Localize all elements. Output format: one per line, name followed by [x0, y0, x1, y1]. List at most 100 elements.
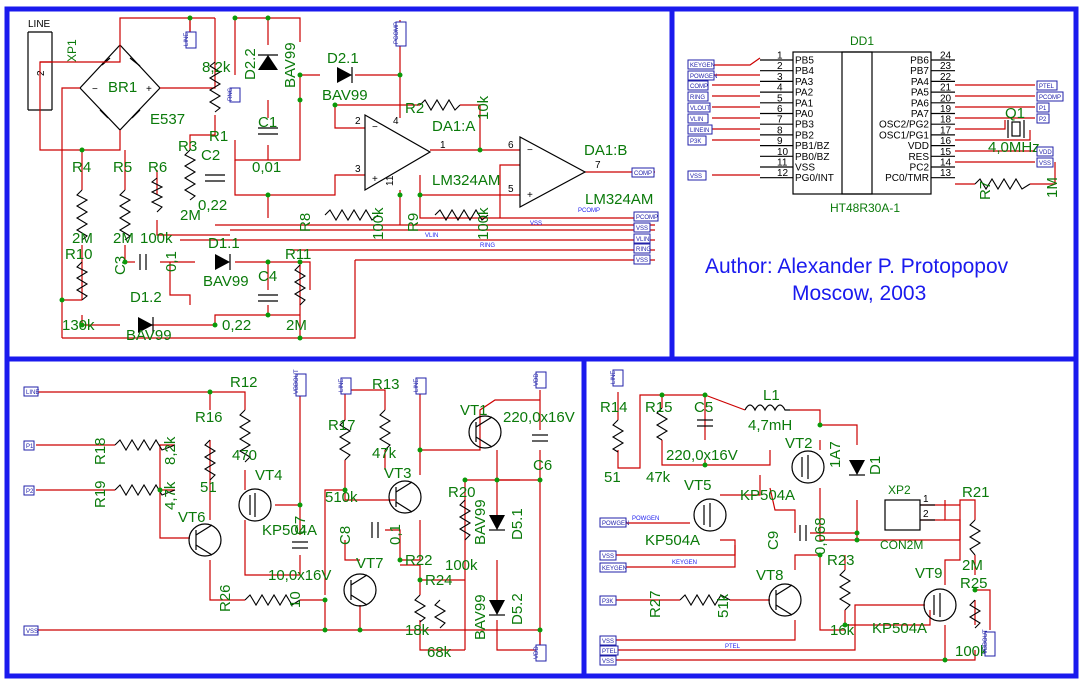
pin-3: 3	[355, 164, 361, 175]
mcu-right-pin-num: 17	[940, 125, 952, 136]
pin-2: 2	[355, 116, 361, 127]
connector-xp1: LINE XP1 2	[27, 19, 79, 111]
mcu-left-pin-num: 2	[777, 61, 783, 72]
caps-diodes-bottom-left	[292, 434, 548, 616]
pin-6: 6	[508, 140, 514, 151]
ref-r27: R27	[647, 590, 664, 618]
tag-comp-mcu: COMP	[690, 84, 708, 90]
panel-top-left: LINE XP1 2 BR1 E537 − +	[27, 15, 659, 344]
tag-vss-br-2: VSS	[602, 639, 614, 645]
ref-d1-1: D1.1	[208, 235, 240, 252]
tag-line-br: LINE	[611, 371, 617, 384]
mcu-right-pin-num: 16	[940, 136, 952, 147]
mcu-right-pin-num: 23	[940, 61, 952, 72]
value-bav99-a: BAV99	[472, 499, 489, 545]
diodes-top-left	[138, 54, 353, 333]
connector-name: LINE	[28, 19, 51, 30]
mcu-right-pin-num: 21	[940, 83, 952, 94]
resistors-bottom-left	[114, 409, 472, 629]
mcu-left-pin-name: PB0/BZ	[795, 152, 829, 163]
net-pcomp: PCOMP	[578, 208, 600, 214]
value-100k-c: 100k	[140, 230, 173, 247]
tag-vbbout-bl: VBBOUT	[294, 369, 300, 394]
value-16k: 16k	[830, 622, 855, 639]
tags-top-right: KEYGEN POWGEN COMP RING VLOUT VLIN LINEI…	[687, 59, 1064, 181]
value-kp504a-c: KP504A	[872, 620, 927, 637]
ref-c7: C7	[292, 516, 309, 535]
tag-vss: VSS	[636, 226, 648, 232]
mcu-right-pin-name: PC0/TMR	[885, 173, 929, 184]
ref-r15: R15	[645, 399, 673, 416]
mcu-right-pin-num: 18	[940, 115, 952, 126]
ref-r3: R3	[178, 138, 197, 155]
value-kp504a-a: KP504A	[740, 487, 795, 504]
mcu-left-pin-num: 3	[777, 72, 783, 83]
tag-vlin: VLIN	[636, 237, 649, 243]
net-powgen: POWGEN	[632, 516, 659, 522]
tag-p1: P1	[1039, 106, 1047, 112]
ref-vt9: VT9	[915, 565, 943, 582]
value-kp504a-b: KP504A	[645, 532, 700, 549]
tag-rng: RNG	[228, 87, 234, 101]
ref-d1-2: D1.2	[130, 289, 162, 306]
ref-r24: R24	[425, 572, 453, 589]
mcu-right-pin-name: PA6	[911, 98, 930, 109]
ref-r17: R17	[328, 417, 356, 434]
net-ptel: PTEL	[725, 644, 741, 650]
tag-vlout: VLOUT	[690, 106, 710, 112]
value-470: 470	[232, 447, 257, 464]
ref-c2: C2	[201, 147, 220, 164]
tag-vss-br: VSS	[602, 554, 614, 560]
value-0-1-b: 0,1	[387, 524, 404, 545]
tag-ptel: PTEL	[1039, 84, 1055, 90]
tag-vss-mcu-2: VSS	[1039, 161, 1051, 167]
ref-vt6: VT6	[178, 509, 206, 526]
mcu-left-pin-num: 9	[777, 136, 783, 147]
value-68k: 68k	[427, 644, 452, 661]
ref-r13: R13	[372, 376, 400, 393]
value-2m-a: 2M	[72, 230, 93, 247]
ref-r4: R4	[72, 159, 91, 176]
tag-pcomp-mcu: PCOMP	[1039, 95, 1061, 101]
ref-r16: R16	[195, 409, 223, 426]
crystal-q1: Q1 4,0MHz	[988, 105, 1040, 156]
tag-line-bl-2: LINE	[339, 379, 345, 392]
mcu-center	[841, 51, 873, 195]
junctions-bottom-left	[157, 389, 543, 633]
mcu-left-pin-name: PA3	[795, 77, 814, 88]
value-100k-b: 100k	[475, 207, 492, 240]
value-220-16v-br: 220,0x16V	[666, 447, 738, 464]
tag-keygen: KEYGEN	[690, 63, 715, 69]
mcu-left-pin-num: 7	[777, 115, 783, 126]
ref-vt2: VT2	[785, 435, 813, 452]
ref-r14: R14	[600, 399, 628, 416]
ref-l1: L1	[763, 387, 780, 404]
value-100k-br: 100k	[955, 643, 988, 660]
value-10k: 10k	[475, 95, 492, 120]
mcu-left-pin-name: PB2	[795, 130, 814, 141]
mcu-part: HT48R30A-1	[830, 201, 900, 215]
ref-r18: R18	[92, 437, 109, 465]
value-130k: 130k	[62, 317, 95, 334]
ref-r11: R11	[285, 246, 311, 263]
value-18k: 18k	[405, 622, 430, 639]
inductor-l1	[744, 404, 790, 412]
bridge-minus: −	[92, 84, 98, 95]
opamp-b-plus: +	[527, 190, 533, 201]
mcu-left-pin-num: 5	[777, 93, 783, 104]
mcu-right-pin-name: RES	[908, 152, 929, 163]
ref-r10: R10	[65, 246, 93, 263]
tag-p2-bl: P2	[26, 489, 34, 495]
net-vss: VSS	[530, 221, 542, 227]
caps-diode-bottom-right	[697, 419, 935, 541]
mcu-left-pin-name: PA1	[795, 98, 814, 109]
tag-vss-2: VSS	[636, 258, 648, 264]
ref-vt1: VT1	[460, 402, 488, 419]
ref-r2: R2	[405, 100, 424, 117]
ref-r23: R23	[827, 552, 855, 569]
tag-pcomp: PCOMP	[394, 22, 400, 44]
value-47k-br: 47k	[646, 469, 671, 486]
value-8-2k-b: 8,2k	[162, 436, 179, 465]
ref-c4: C4	[258, 268, 277, 285]
labels-bottom-right: R14 R15 C5 L1 4,7mH VT2 220,0x16V 51 47k…	[600, 387, 990, 660]
